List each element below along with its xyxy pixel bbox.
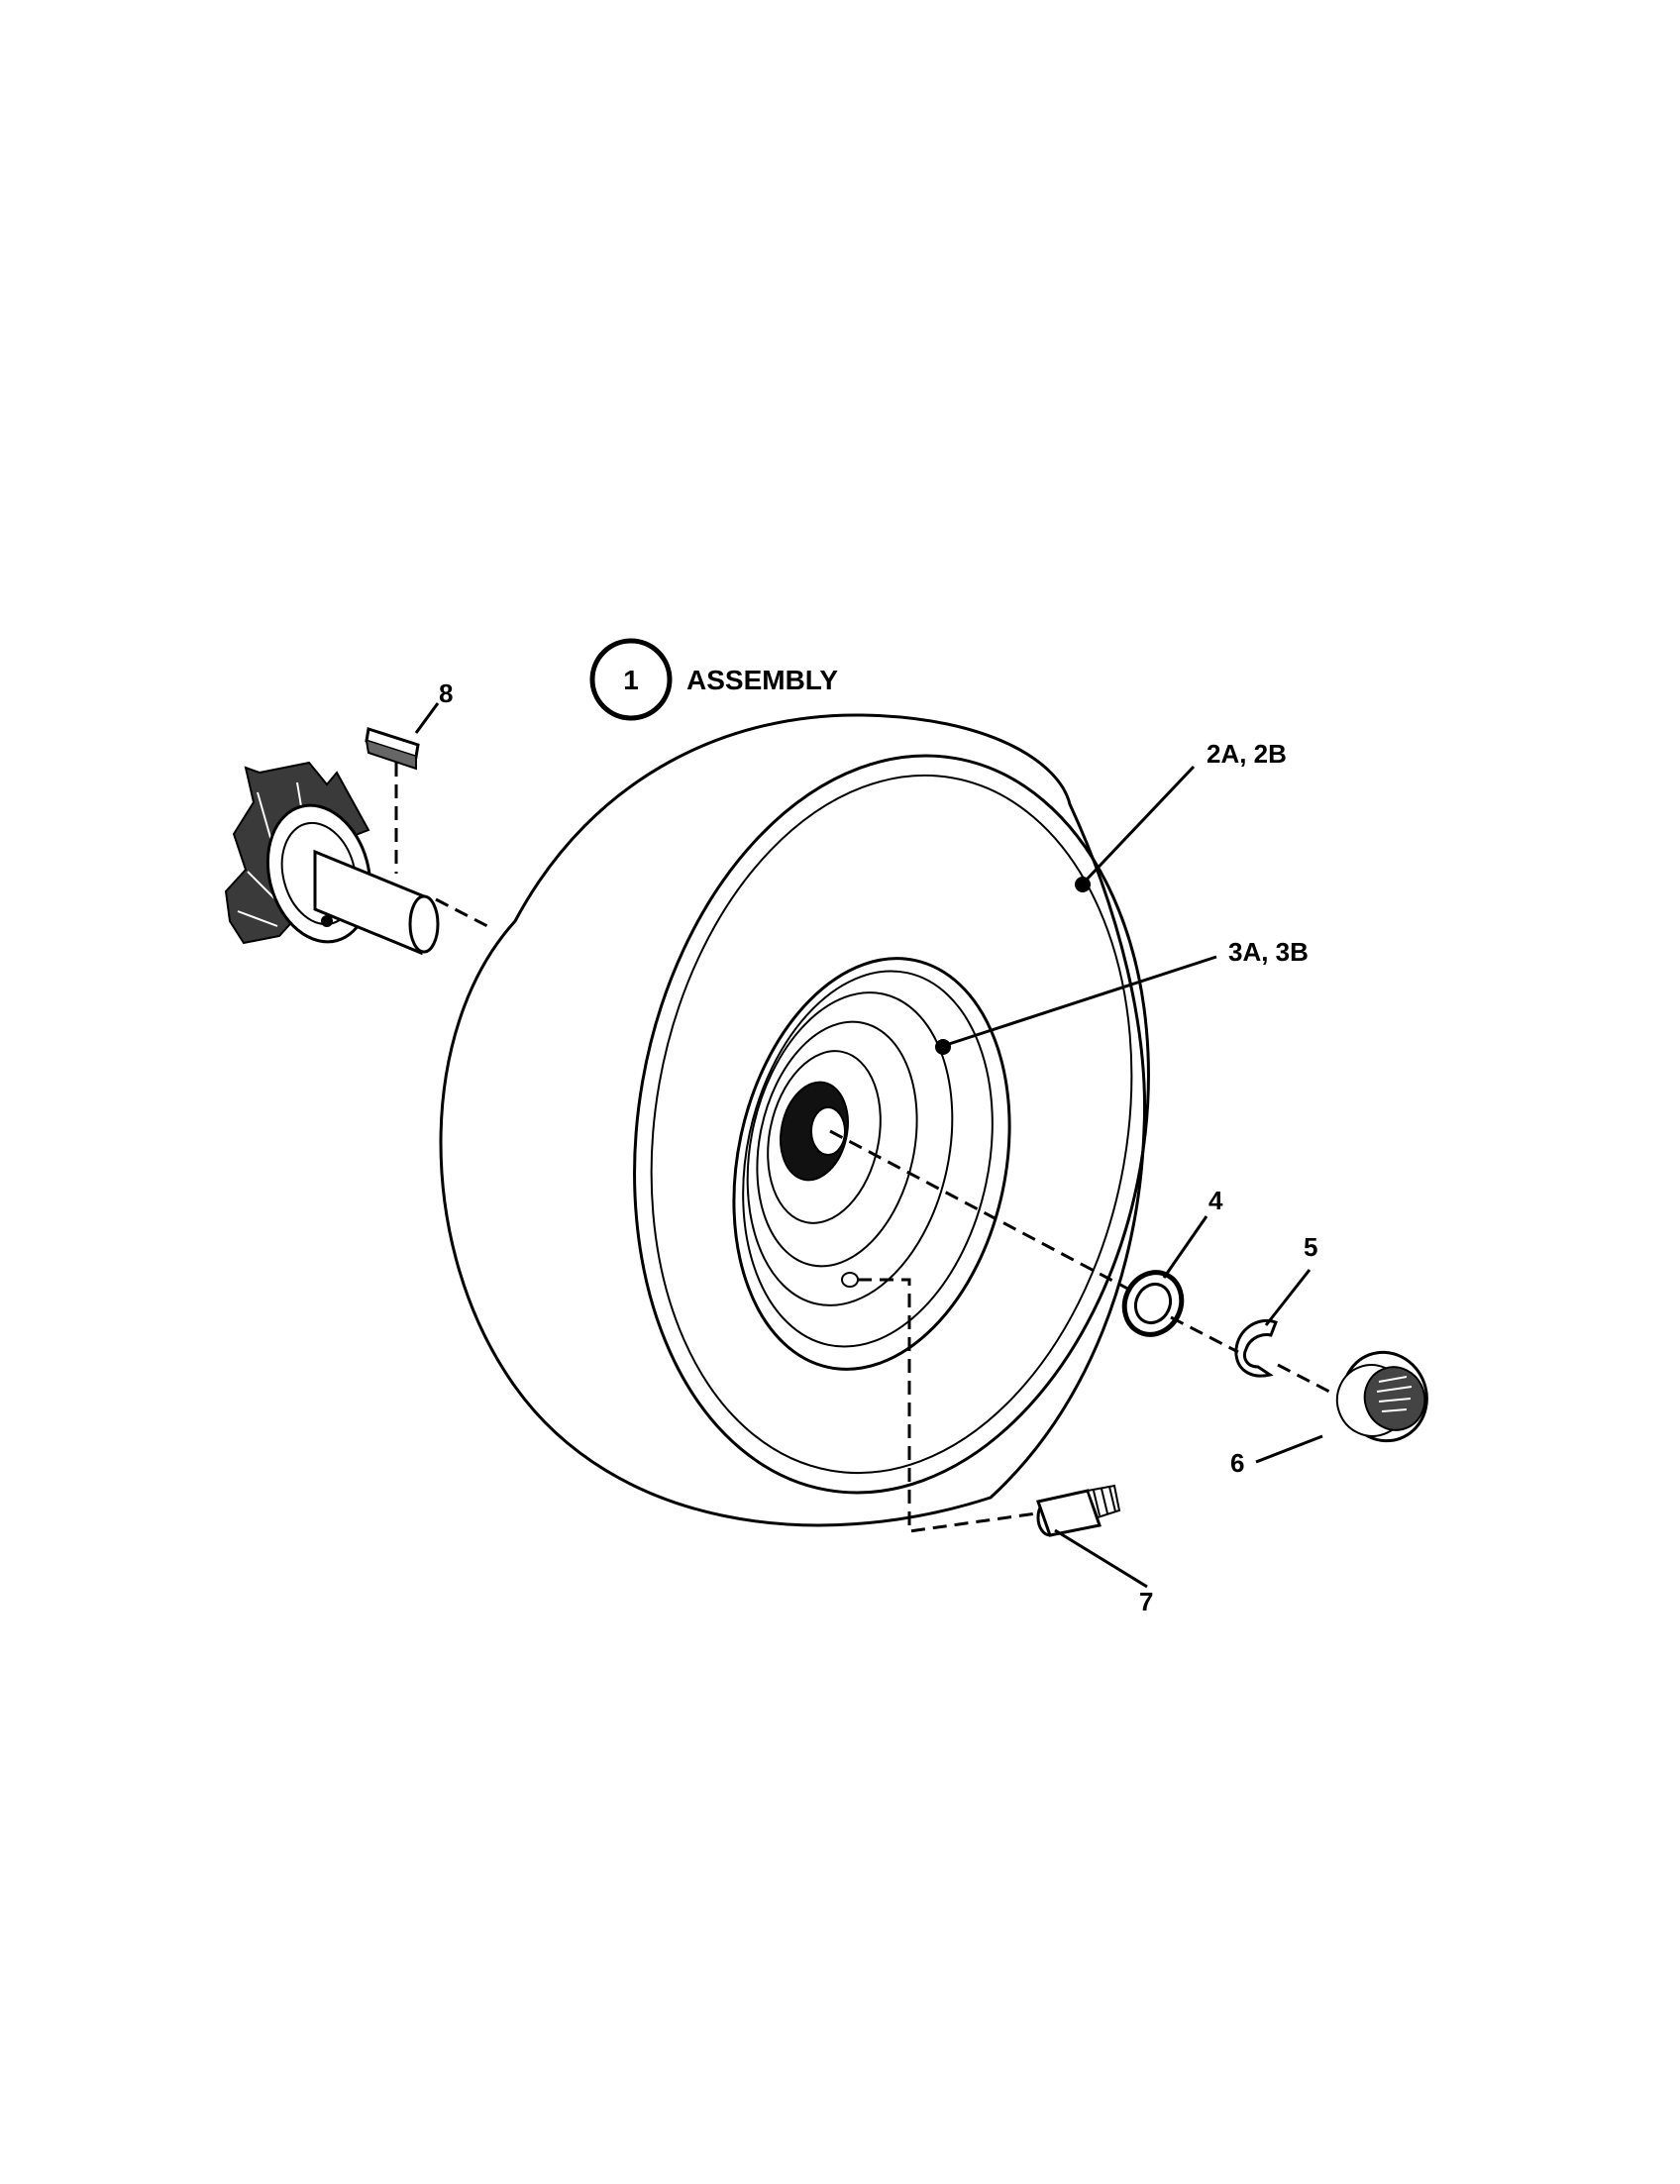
assembly-circle [589,638,673,721]
tire-outer-tread [439,713,1147,1527]
valve-leader [1054,1528,1148,1589]
axle-dash-line [435,897,488,928]
clip-part [1234,1319,1278,1378]
valve-hole [841,1272,859,1288]
rim-flange-inner [742,970,994,1348]
leader-lines [414,702,1323,1589]
tire-leader-dot [1075,877,1091,892]
callout-valve: 7 [1139,1587,1153,1616]
bearing-roller-lines [1376,1376,1413,1412]
valve-dash-line [858,1278,1037,1533]
key-leader [414,702,440,734]
valve-part [1036,1484,1121,1537]
valve-body [1036,1489,1102,1537]
bearing-rollers [1363,1366,1426,1431]
washer-outer [1121,1270,1185,1337]
rim-leader-dot [935,1039,951,1055]
callout-rim: 3A, 3B [1228,937,1309,967]
assembly-number: 1 [623,665,639,695]
rim-axle-hole [810,1106,846,1156]
washer-inner [1133,1283,1173,1324]
bearing-leader [1255,1434,1323,1464]
rim-ring-1 [746,991,954,1306]
clip-bearing-dash-line [1277,1363,1336,1397]
axle-end [408,894,440,954]
key-part [365,727,420,771]
washer-leader [1162,1215,1208,1279]
rim-ring-3 [767,1050,882,1224]
tire [439,713,1150,1527]
assembly-heading: 1 ASSEMBLY [589,638,838,721]
callout-bearing: 6 [1230,1448,1244,1478]
spindle-bolt [321,915,333,927]
tire-sidewall-inner [650,774,1133,1475]
axle-spindle [224,761,440,956]
washer-clip-dash-line [1170,1315,1239,1354]
tire-leader [1084,765,1196,883]
rim-ring-2 [756,1020,918,1268]
tire-sidewall-outer [633,754,1150,1495]
key-side [366,740,417,771]
bearing-part [1335,1350,1428,1443]
assembly-label: ASSEMBLY [686,665,838,695]
callout-tire: 2A, 2B [1207,739,1287,769]
callout-clip: 5 [1304,1232,1317,1262]
callout-washer: 4 [1208,1186,1223,1215]
rim-leader [945,955,1217,1047]
washer-part [1121,1270,1185,1337]
rim [732,957,1011,1371]
assembly-lines [394,763,1336,1533]
clip-leader [1264,1269,1312,1326]
callout-key: 8 [439,678,453,708]
rim-outer-flange [732,957,1011,1371]
center-dash-line [829,1129,1136,1295]
clip-shape [1234,1319,1278,1378]
valve-thread-lines [1093,1486,1116,1516]
